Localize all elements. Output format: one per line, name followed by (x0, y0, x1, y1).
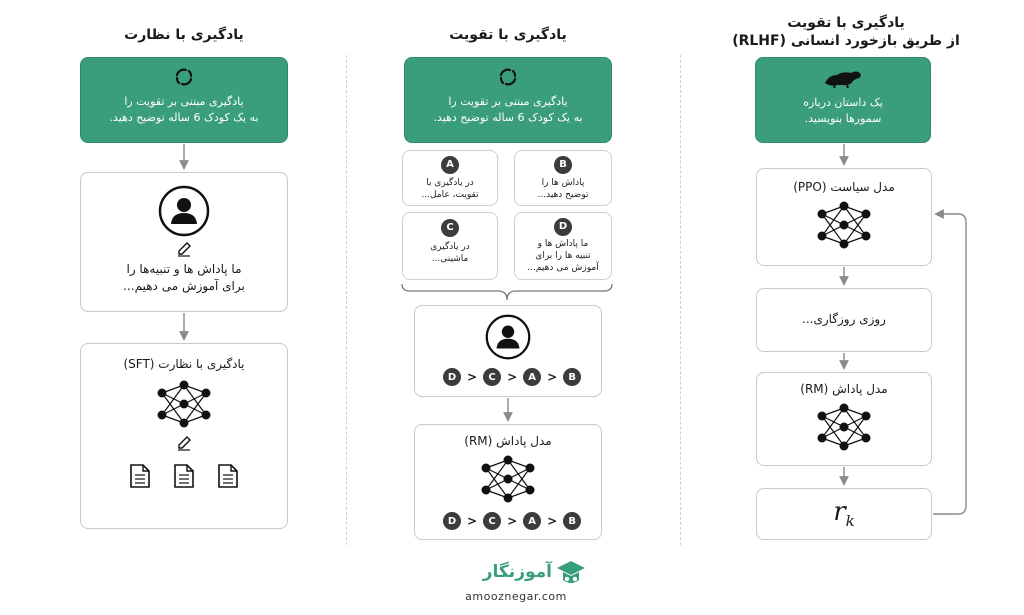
otter-icon (756, 67, 930, 89)
neural-network-icon (81, 379, 287, 429)
rank-badge: B (563, 512, 582, 530)
reward-subscript: k (845, 512, 855, 531)
separator-left (346, 55, 347, 545)
option-line: آموزش می دهیم... (527, 263, 599, 273)
option-badge: A (441, 156, 459, 174)
option-line: تنبیه ها را برای (535, 251, 591, 261)
brand-name: آموزنگار (482, 562, 552, 582)
neural-network-icon (415, 454, 601, 504)
brand-logo: آموزنگار amooznegar.com (446, 558, 586, 608)
person-icon (81, 185, 287, 237)
option-line: ماشینی... (431, 254, 469, 264)
rank-badge: A (523, 368, 542, 386)
documents-row (81, 463, 287, 489)
option-badge: B (554, 156, 572, 174)
reward-symbol: r (833, 497, 846, 527)
option-card-a: A در یادگیری با تقویت، عامل... (402, 150, 498, 206)
right-prompt-line1: یک داستان درباره (803, 96, 883, 109)
option-line: ما پاداش ها و (537, 239, 589, 249)
document-icon (174, 464, 194, 488)
left-human-box: ما پاداش ها و تنبیه‌ها را برای آموزش می … (80, 172, 288, 312)
rank-badge: D (443, 368, 461, 386)
middle-prompt-box: یادگیری مبتنی بر تقویت را به یک کودک 6 س… (404, 57, 612, 143)
rank-badge: C (483, 368, 502, 386)
policy-box: مدل سیاست (PPO) (756, 168, 932, 266)
middle-rm-title: مدل پاداش (RM) (464, 434, 552, 448)
option-card-c: C در یادگیری ماشینی... (402, 212, 498, 280)
middle-prompt-line1: یادگیری مبتنی بر تقویت را (448, 95, 568, 108)
brand-url: amooznegar.com (465, 590, 567, 603)
option-badge: D (554, 218, 572, 236)
left-human-line2: برای آموزش می دهیم... (123, 279, 245, 293)
option-line: پاداش ها را (541, 178, 585, 188)
left-sft-title: یادگیری با نظارت (SFT) (123, 357, 245, 371)
left-human-line1: ما پاداش ها و تنبیه‌ها را (126, 262, 242, 276)
option-line: در یادگیری (430, 242, 470, 252)
rank-badge: B (563, 368, 582, 386)
neural-network-icon (757, 402, 931, 452)
brace-connector (401, 283, 613, 301)
option-card-b: B پاداش ها را توضیح دهید... (514, 150, 612, 206)
left-prompt-line1: یادگیری مبتنی بر تقویت را (124, 95, 244, 108)
reward-box: rk (756, 488, 932, 540)
left-column-title: یادگیری با نظارت (124, 27, 244, 43)
feedback-arrow (933, 209, 967, 515)
person-icon (415, 314, 601, 360)
document-icon (130, 464, 150, 488)
neural-network-icon (757, 200, 931, 250)
refresh-icon (405, 66, 611, 88)
policy-title: مدل سیاست (PPO) (793, 180, 895, 194)
option-line: توضیح دهید... (537, 190, 589, 200)
right-rm-box: مدل پاداش (RM) (756, 372, 932, 466)
refresh-icon (81, 66, 287, 88)
ranking-box: D> C> A> B (414, 305, 602, 397)
middle-rm-box: مدل پاداش (RM) D> C> A> B (414, 424, 602, 540)
output-box: روزی روزگاری... (756, 288, 932, 352)
graduation-cap-icon (556, 558, 586, 588)
separator-right (680, 55, 681, 545)
ranking-row: D> C> A> B (443, 512, 582, 530)
pencil-icon (81, 241, 287, 257)
option-line: تقویت، عامل... (421, 190, 479, 200)
middle-prompt-line2: به یک کودک 6 ساله توضیح دهید. (433, 111, 583, 124)
left-prompt-box: یادگیری مبتنی بر تقویت را به یک کودک 6 س… (80, 57, 288, 143)
document-icon (218, 464, 238, 488)
right-title-line1: یادگیری با تقویت (787, 15, 905, 31)
pencil-icon (81, 435, 287, 451)
right-rm-title: مدل پاداش (RM) (800, 382, 888, 396)
option-card-d: D ما پاداش ها و تنبیه ها را برای آموزش م… (514, 212, 612, 280)
right-column-title: یادگیری با تقویت از طریق بازخورد انسانی … (716, 14, 976, 50)
output-text: روزی روزگاری... (802, 312, 886, 326)
right-prompt-box: یک داستان درباره سمورها بنویسید. (755, 57, 931, 143)
option-line: در یادگیری با (426, 178, 474, 188)
right-prompt-line2: سمورها بنویسید. (804, 112, 882, 125)
left-sft-box: یادگیری با نظارت (SFT) (80, 343, 288, 529)
right-title-line2: از طریق بازخورد انسانی (RLHF) (732, 33, 960, 49)
left-prompt-line2: به یک کودک 6 ساله توضیح دهید. (109, 111, 259, 124)
ranking-row: D> C> A> B (443, 368, 582, 386)
middle-column-title: یادگیری با تقویت (449, 27, 567, 43)
option-badge: C (441, 219, 459, 237)
rank-badge: A (523, 512, 542, 530)
reward-label: rk (757, 497, 931, 530)
rank-badge: C (483, 512, 502, 530)
rank-badge: D (443, 512, 461, 530)
